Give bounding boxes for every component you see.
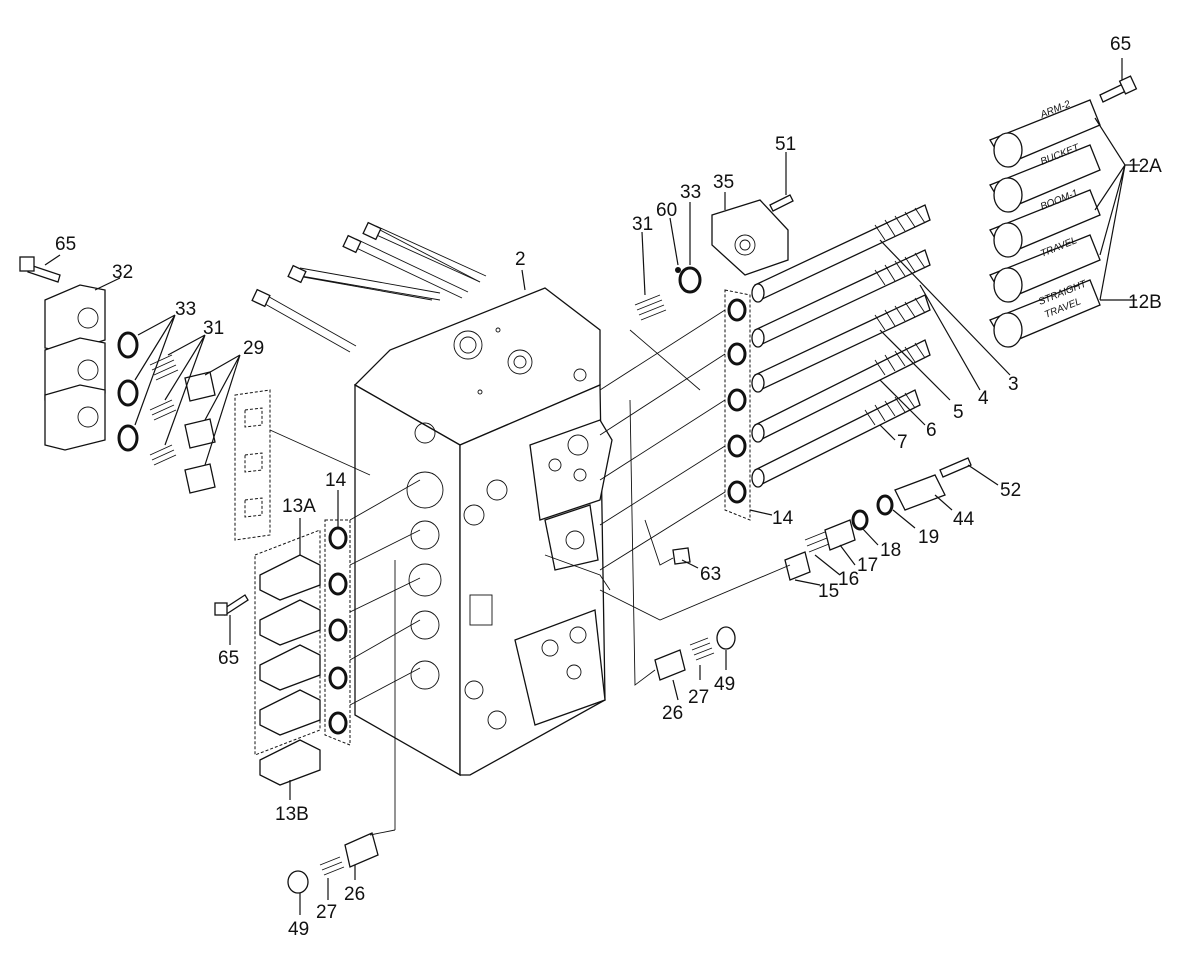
label-31-top: 31 bbox=[632, 214, 653, 235]
label-3: 3 bbox=[1008, 374, 1019, 395]
label-65-mid: 65 bbox=[218, 648, 239, 669]
label-27-bottom: 27 bbox=[316, 902, 337, 923]
bolt-65-mid bbox=[214, 594, 249, 616]
label-7: 7 bbox=[897, 432, 908, 453]
label-65-top: 65 bbox=[1110, 34, 1131, 55]
poppet-26-spring-27-plug-49-bottom bbox=[287, 832, 379, 894]
caps-13 bbox=[254, 529, 321, 786]
label-26-bottom: 26 bbox=[344, 884, 365, 905]
part-labels: 65 12A 12B 51 35 33 60 31 2 3 4 5 6 7 14… bbox=[55, 34, 1162, 940]
label-49-bottom: 49 bbox=[288, 919, 309, 940]
o-ring-33-top bbox=[675, 266, 702, 294]
label-13B: 13B bbox=[275, 804, 309, 825]
spool-4 bbox=[751, 249, 931, 348]
spool-3 bbox=[751, 204, 931, 303]
valve-body bbox=[353, 287, 613, 777]
label-18: 18 bbox=[880, 540, 901, 561]
label-52: 52 bbox=[1000, 480, 1021, 501]
cover-arm-2: ARM-2 bbox=[989, 99, 1101, 168]
label-4: 4 bbox=[978, 388, 989, 409]
label-32: 32 bbox=[112, 262, 133, 283]
label-6: 6 bbox=[926, 420, 937, 441]
label-35: 35 bbox=[713, 172, 734, 193]
label-44: 44 bbox=[953, 509, 975, 530]
label-65-left: 65 bbox=[55, 234, 76, 255]
label-31-left: 31 bbox=[203, 318, 224, 339]
label-16: 16 bbox=[838, 569, 859, 590]
label-26-right: 26 bbox=[662, 703, 683, 724]
label-13A: 13A bbox=[282, 496, 316, 517]
label-14-right: 14 bbox=[772, 508, 794, 529]
label-51: 51 bbox=[775, 134, 796, 155]
gasket-panel-left bbox=[234, 389, 271, 541]
tie-bolts bbox=[251, 221, 487, 353]
label-15: 15 bbox=[818, 581, 839, 602]
label-60: 60 bbox=[656, 200, 677, 221]
label-27-right: 27 bbox=[688, 687, 709, 708]
spool-7 bbox=[751, 389, 921, 488]
label-12A: 12A bbox=[1128, 156, 1162, 177]
leader-lines bbox=[44, 58, 1140, 915]
label-33-top: 33 bbox=[680, 182, 701, 203]
spool-6 bbox=[751, 339, 931, 443]
label-17: 17 bbox=[857, 555, 878, 576]
poppet-26-spring-27-plug-49-right bbox=[654, 626, 736, 681]
spring-31-top bbox=[634, 294, 667, 321]
springs-31-left bbox=[149, 354, 179, 466]
cover-travel: TRAVEL bbox=[989, 234, 1101, 303]
label-63: 63 bbox=[700, 564, 721, 585]
label-12B: 12B bbox=[1128, 292, 1162, 313]
spools bbox=[751, 204, 931, 488]
plug-52-cover-44 bbox=[672, 457, 972, 581]
label-29: 29 bbox=[243, 338, 264, 359]
label-5: 5 bbox=[953, 402, 964, 423]
label-14-left: 14 bbox=[325, 470, 347, 491]
o-ring-panel-right bbox=[724, 289, 751, 521]
label-33-left: 33 bbox=[175, 299, 196, 320]
label-2: 2 bbox=[515, 249, 526, 270]
cover-35 bbox=[711, 194, 794, 276]
cover-straight-travel: STRAIGHT TRAVEL bbox=[989, 278, 1101, 348]
pistons-29 bbox=[184, 371, 216, 494]
bolt-65-top bbox=[1099, 75, 1138, 103]
label-49-right: 49 bbox=[714, 674, 735, 695]
label-19: 19 bbox=[918, 527, 939, 548]
bolt-65-left bbox=[19, 256, 61, 283]
o-ring-panel-left bbox=[324, 519, 351, 746]
covers-32 bbox=[44, 284, 106, 451]
spring-covers-12: ARM-2 BUCKET BOOM-1 TRAVEL STRAIGHT TRAV… bbox=[989, 99, 1101, 348]
spool-5 bbox=[751, 294, 931, 393]
o-rings-33-left bbox=[117, 331, 139, 452]
